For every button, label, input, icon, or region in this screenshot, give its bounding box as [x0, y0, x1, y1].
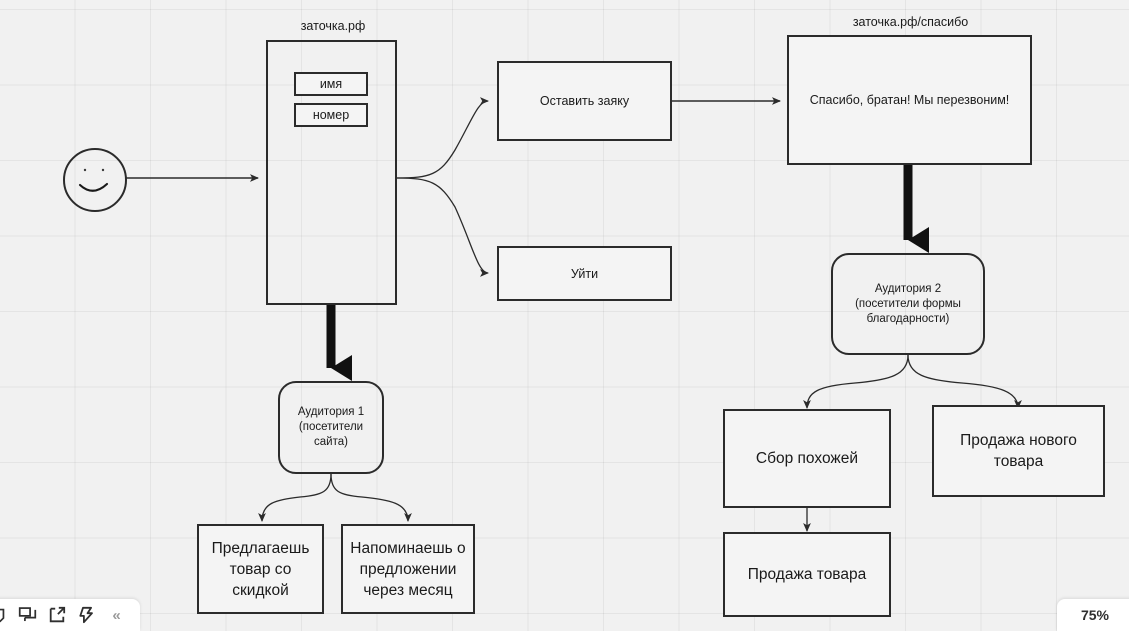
collapse-toolbar-button[interactable]: « [112, 606, 120, 624]
node-audience-1-line2: (посетители [298, 421, 364, 433]
node-field-phone-label: номер [312, 108, 350, 122]
node-remind-month-line2: предложении [359, 560, 457, 578]
node-offer-discount-line2: товар со [229, 560, 292, 578]
edge-audience2-to-sellnew [907, 354, 1022, 409]
zoom-level-indicator[interactable]: 75% [1057, 599, 1129, 631]
visitor-smiley-icon[interactable] [63, 148, 127, 212]
node-site-page[interactable] [266, 40, 397, 305]
node-sell-new-product[interactable]: Продажа нового товара [932, 405, 1105, 497]
node-leave-request[interactable]: Оставить заяку [497, 61, 672, 141]
sticky-note-icon[interactable] [0, 600, 12, 630]
node-leave-site[interactable]: Уйти [497, 246, 672, 301]
edge-site-to-leave-site [396, 177, 489, 277]
node-sell-new-product-line2: товара [993, 453, 1044, 470]
lightning-icon[interactable] [72, 600, 102, 630]
node-field-name[interactable]: имя [294, 72, 368, 96]
node-field-name-label: имя [319, 77, 343, 91]
node-remind-month[interactable]: Напоминаешь о предложении через месяц [341, 524, 475, 614]
node-collect-lookalike-label: Сбор похожей [755, 450, 859, 467]
edge-audience2-to-collect [803, 354, 909, 409]
node-remind-month-line3: через месяц [363, 581, 453, 599]
edge-audience1-to-offer [258, 473, 332, 522]
node-audience-1[interactable]: Аудитория 1 (посетители сайта) [278, 381, 384, 474]
node-sell-product-label: Продажа товара [747, 566, 867, 583]
node-sell-new-product-line1: Продажа нового [960, 432, 1077, 449]
node-audience-2-line1: Аудитория 2 [874, 282, 942, 295]
edge-site-to-leave-request [396, 97, 489, 179]
frame-icon[interactable] [12, 600, 42, 630]
node-audience-1-line3: сайта) [314, 436, 348, 448]
edge-audience1-to-remind [330, 473, 412, 522]
node-collect-lookalike[interactable]: Сбор похожей [723, 409, 891, 508]
node-offer-discount-line3: скидкой [232, 581, 289, 599]
node-offer-discount-line1: Предлагаешь [211, 539, 310, 557]
node-offer-discount[interactable]: Предлагаешь товар со скидкой [197, 524, 324, 614]
node-sell-product[interactable]: Продажа товара [723, 532, 891, 617]
bottom-toolbar[interactable]: « [0, 599, 140, 631]
node-field-phone[interactable]: номер [294, 103, 368, 127]
node-leave-site-label: Уйти [570, 266, 599, 281]
label-thanks-url: заточка.рф/спасибо [852, 15, 969, 29]
node-leave-request-label: Оставить заяку [539, 94, 630, 108]
node-thanks-page[interactable]: Спасибо, братан! Мы перезвоним! [787, 35, 1032, 165]
share-export-icon[interactable] [42, 600, 72, 630]
node-remind-month-line1: Напоминаешь о [350, 539, 466, 557]
node-thanks-page-label: Спасибо, братан! Мы перезвоним! [809, 93, 1010, 107]
node-audience-2-line3: благодарности) [866, 312, 950, 325]
label-site-url: заточка.рф [300, 19, 366, 33]
node-audience-2[interactable]: Аудитория 2 (посетители формы благодарно… [831, 253, 985, 355]
node-audience-2-line2: (посетители формы [855, 297, 961, 310]
node-audience-1-line1: Аудитория 1 [297, 406, 365, 418]
